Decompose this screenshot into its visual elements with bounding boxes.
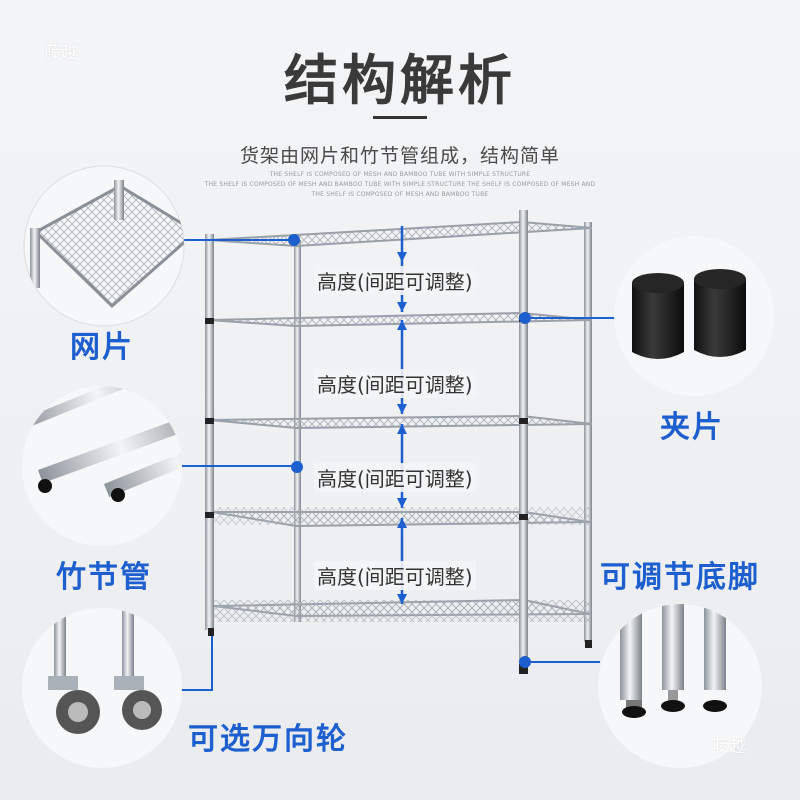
height-label-2: 高度(间距可调整)	[314, 369, 476, 398]
label-caster: 可选万向轮	[188, 722, 348, 757]
fine-print-line-1: THE SHELF IS COMPOSED OF MESH AND BAMBOO…	[269, 171, 531, 178]
caster-closeup	[22, 608, 182, 768]
page-title: 结构解析	[284, 49, 516, 112]
label-mesh: 网片	[70, 330, 134, 365]
watermark-top: 藤越	[44, 43, 78, 63]
fine-print-line-2: THE SHELF IS COMPOSED OF MESH AND BAMBOO…	[204, 181, 596, 188]
back-right-pole	[584, 222, 592, 642]
height-label-1: 高度(间距可调整)	[314, 266, 476, 295]
label-foot: 可调节底脚	[600, 560, 760, 595]
front-right-pole	[519, 210, 528, 672]
subtitle: 货架由网片和竹节管组成，结构简单	[239, 145, 560, 167]
clip-closeup	[614, 236, 774, 396]
title-divider	[373, 116, 427, 119]
label-tube: 竹节管	[56, 560, 152, 595]
height-label-4: 高度(间距可调整)	[314, 561, 476, 590]
back-left-pole	[294, 240, 301, 622]
mesh-shelves	[207, 220, 593, 622]
fine-print-line-3: THE SHELF IS COMPOSED OF MESH AND BAMBOO…	[311, 191, 489, 198]
foot-closeup	[598, 604, 762, 768]
height-label-3: 高度(间距可调整)	[314, 463, 476, 492]
watermark-bottom: 藤越	[712, 737, 746, 757]
mesh-closeup	[23, 165, 185, 327]
label-clip: 夹片	[660, 410, 724, 445]
front-left-pole	[205, 234, 214, 630]
connector-lines	[178, 234, 620, 691]
